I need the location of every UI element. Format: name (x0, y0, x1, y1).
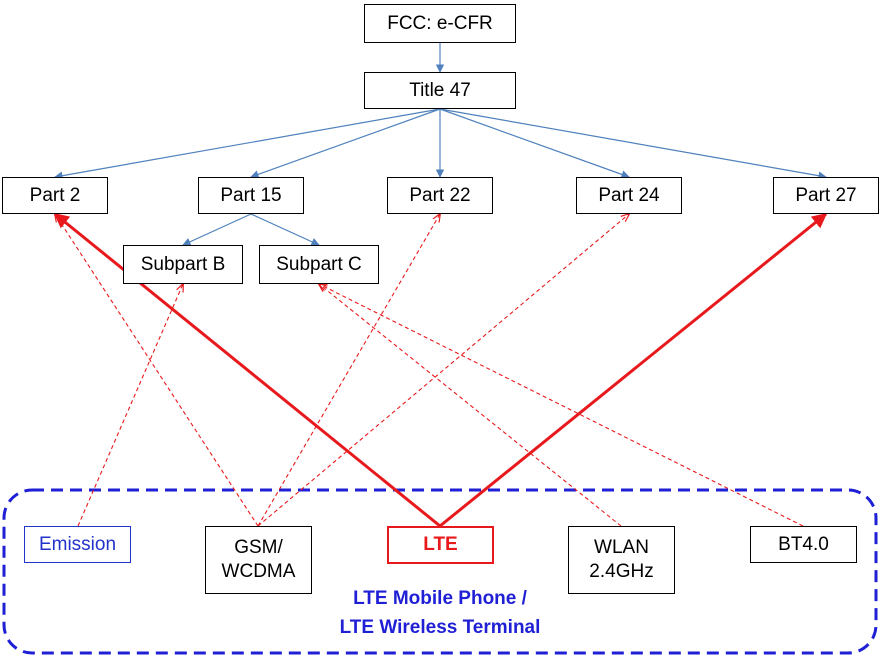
edge-bt-to-subpartC (319, 284, 804, 527)
caption-line-1: LTE Mobile Phone / (353, 588, 527, 609)
node-wlan: WLAN 2.4GHz (568, 526, 675, 594)
node-lte: LTE (387, 526, 494, 564)
edge-emission-to-subpartB (77, 284, 183, 527)
device-group-caption: LTE Mobile Phone / LTE Wireless Terminal (250, 584, 630, 642)
edge-part15-to-subpartC (250, 213, 320, 246)
edge-lte-to-part27 (439, 212, 828, 528)
node-gsm-wcdma: GSM/ WCDMA (205, 526, 312, 594)
device-group-boundary (2, 488, 878, 655)
node-subpart-c: Subpart C (259, 245, 379, 284)
node-fcc-ecfr: FCC: e-CFR (364, 4, 516, 43)
node-title-47: Title 47 (364, 72, 516, 109)
edge-title47-to-part27 (439, 108, 827, 180)
node-subpart-b: Subpart B (123, 245, 243, 284)
edge-lte-to-part2 (53, 212, 441, 528)
node-part-27: Part 27 (773, 177, 879, 214)
node-part-24: Part 24 (576, 177, 682, 214)
node-bt40: BT4.0 (750, 526, 857, 563)
caption-line-2: LTE Wireless Terminal (339, 617, 541, 638)
node-part-15: Part 15 (198, 177, 304, 214)
edge-title47-to-part2 (54, 108, 441, 180)
edge-gsm-to-part22 (257, 214, 440, 527)
edge-wlan-to-subpartC (319, 284, 622, 527)
node-part-22: Part 22 (387, 177, 493, 214)
edge-gsm-to-part2 (55, 214, 259, 527)
edge-title47-to-part24 (439, 108, 630, 179)
edges (53, 43, 828, 528)
edge-title47-to-part15 (250, 108, 441, 179)
edge-gsm-to-part24 (257, 214, 629, 527)
node-emission: Emission (24, 526, 131, 563)
node-part-2: Part 2 (2, 177, 108, 214)
edge-part15-to-subpartB (182, 213, 252, 246)
